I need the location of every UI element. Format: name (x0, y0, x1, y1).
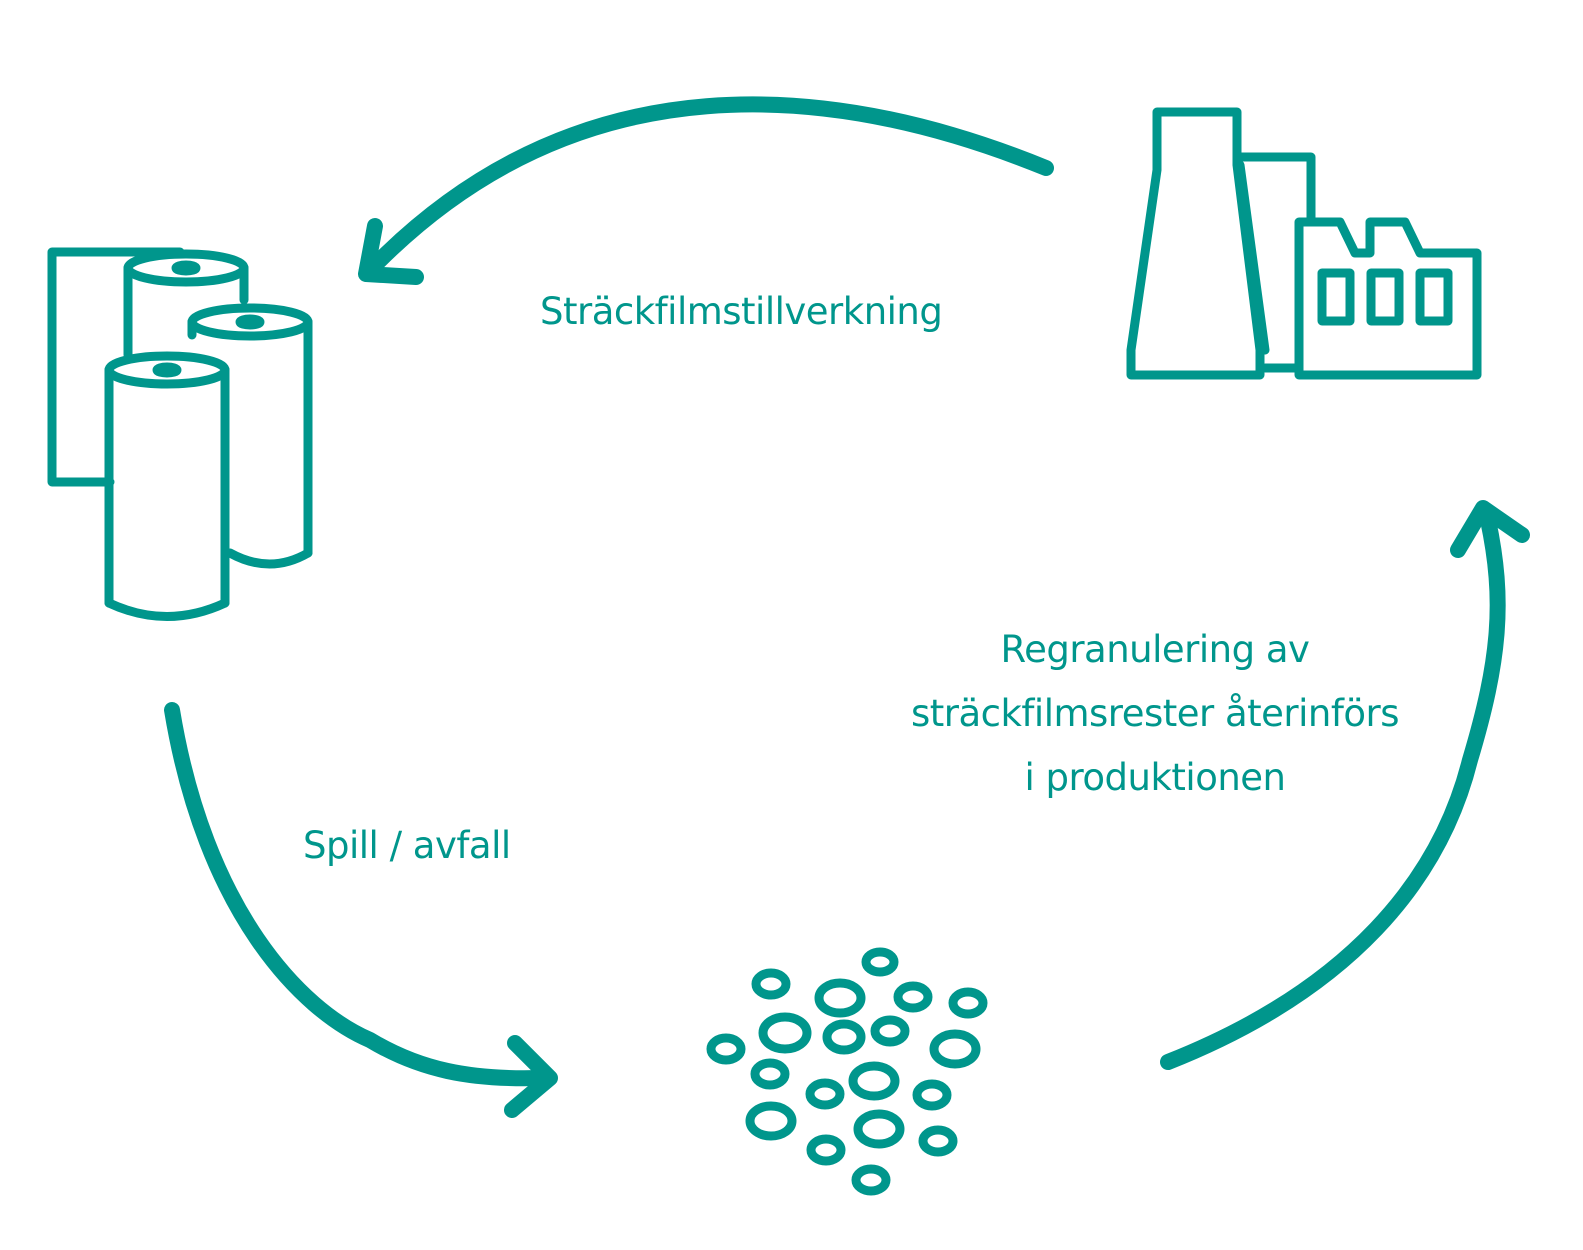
regranulation-label-line-1: Regranulering av (1000, 628, 1310, 671)
arrow-waste (164, 702, 558, 1118)
regranulation-label-line-2: sträckfilmsrester återinförs (910, 692, 1400, 735)
regranulation-label: Regranulering av sträckfilmsrester återi… (870, 618, 1440, 810)
waste-label: Spill / avfall (303, 824, 511, 867)
regranulation-label-line-3: i produktionen (1024, 756, 1286, 799)
factory-icon (1126, 107, 1482, 380)
granules-icon (706, 947, 988, 1196)
manufacturing-label: Sträckfilmstillverkning (540, 290, 943, 333)
arrow-regranulation (1160, 500, 1530, 1070)
film-rolls-icon (47, 247, 313, 621)
arrow-manufacturing (358, 96, 1054, 285)
